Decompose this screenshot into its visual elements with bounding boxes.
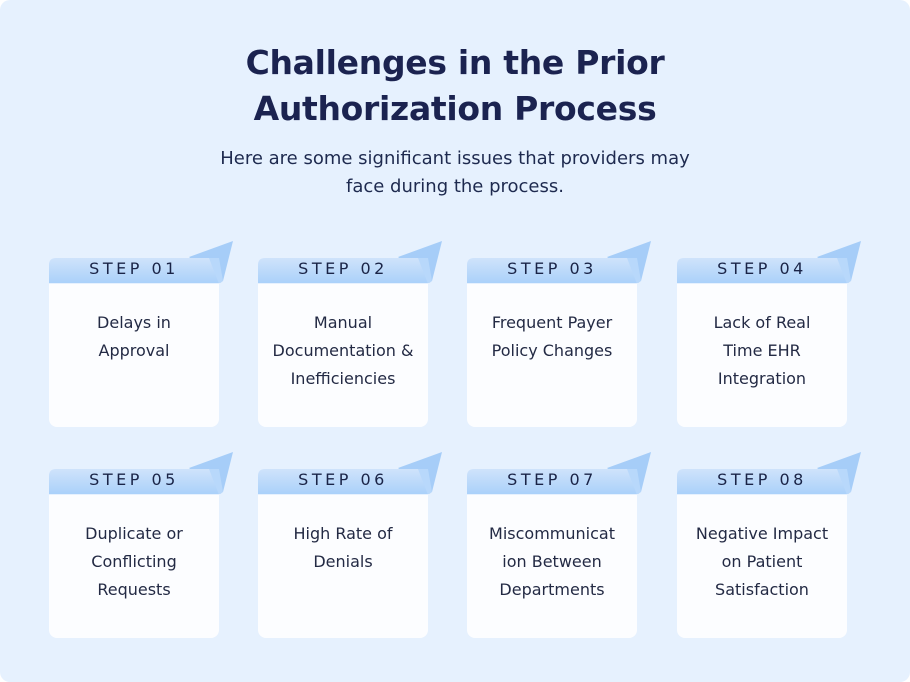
- step-ribbon: [677, 452, 861, 494]
- step-card: STEP 01 Delays in Approval: [49, 241, 239, 431]
- subtitle-line-1: Here are some significant issues that pr…: [220, 148, 690, 169]
- step-label: STEP 04: [717, 259, 807, 278]
- ribbon-fold: [627, 469, 641, 494]
- step-ribbon: [258, 452, 442, 494]
- step-description-line: Conflicting: [91, 552, 177, 571]
- page-subtitle: Here are some significant issues that pr…: [0, 145, 910, 201]
- ribbon-fold: [837, 469, 851, 494]
- step-description-line: Delays in: [97, 313, 171, 332]
- ribbon-band: [258, 258, 428, 283]
- ribbon-fold: [418, 258, 432, 283]
- ribbon-band: [467, 258, 637, 283]
- step-label: STEP 05: [89, 470, 179, 489]
- subtitle-line-2: face during the process.: [345, 176, 564, 197]
- step-label: STEP 07: [507, 470, 597, 489]
- step-description-line: Negative Impact: [695, 524, 829, 543]
- step-card-body: High Rate of Denials: [258, 495, 428, 638]
- ribbon-band: [49, 469, 219, 494]
- step-label: STEP 06: [298, 470, 388, 489]
- step-description: Delays in Approval: [59, 309, 209, 365]
- ribbon-band: [467, 469, 637, 494]
- ribbon-band: [49, 258, 219, 283]
- step-description-line: Integration: [717, 369, 807, 388]
- step-ribbon: [467, 452, 651, 494]
- step-description-line: Satisfaction: [715, 580, 809, 599]
- ribbon-band: [677, 469, 847, 494]
- ribbon-band: [677, 258, 847, 283]
- ribbon-band: [258, 469, 428, 494]
- step-description-line: Documentation &: [272, 341, 414, 360]
- step-description-line: Lack of Real: [713, 313, 811, 332]
- ribbon-fold: [418, 469, 432, 494]
- step-label: STEP 01: [89, 259, 179, 278]
- step-description-line: Manual: [313, 313, 373, 332]
- step-ribbon: [49, 241, 233, 283]
- step-ribbon: [467, 241, 651, 283]
- step-description-line: Departments: [499, 580, 605, 599]
- step-card: STEP 06 High Rate of Denials: [258, 452, 448, 642]
- step-card-body: Delays in Approval: [49, 284, 219, 427]
- step-description-line: on Patient: [721, 552, 803, 571]
- ribbon-fold: [209, 258, 223, 283]
- step-description-line: Time EHR: [723, 341, 801, 360]
- page-title: Challenges in the Prior Authorization Pr…: [0, 40, 910, 132]
- step-label: STEP 08: [717, 470, 807, 489]
- ribbon-fold: [837, 258, 851, 283]
- step-description-line: Denials: [313, 552, 373, 571]
- step-description-line: Duplicate or: [85, 524, 183, 543]
- step-description-line: Approval: [98, 341, 170, 360]
- title-line-2: Authorization Process: [253, 89, 657, 128]
- step-ribbon: [258, 241, 442, 283]
- ribbon-fold: [209, 469, 223, 494]
- step-description: High Rate of Denials: [268, 520, 418, 576]
- step-description-line: Requests: [97, 580, 171, 599]
- step-description-line: High Rate of: [293, 524, 393, 543]
- ribbon-fold: [627, 258, 641, 283]
- title-line-1: Challenges in the Prior: [245, 43, 665, 82]
- step-description-line: Frequent Payer: [491, 313, 613, 332]
- step-description-line: Inefficiencies: [290, 369, 396, 388]
- step-description-line: ion Between: [502, 552, 602, 571]
- step-label: STEP 02: [298, 259, 388, 278]
- step-description-line: Miscommunicat: [489, 524, 615, 543]
- step-ribbon: [49, 452, 233, 494]
- step-description-line: Policy Changes: [491, 341, 613, 360]
- step-ribbon: [677, 241, 861, 283]
- step-label: STEP 03: [507, 259, 597, 278]
